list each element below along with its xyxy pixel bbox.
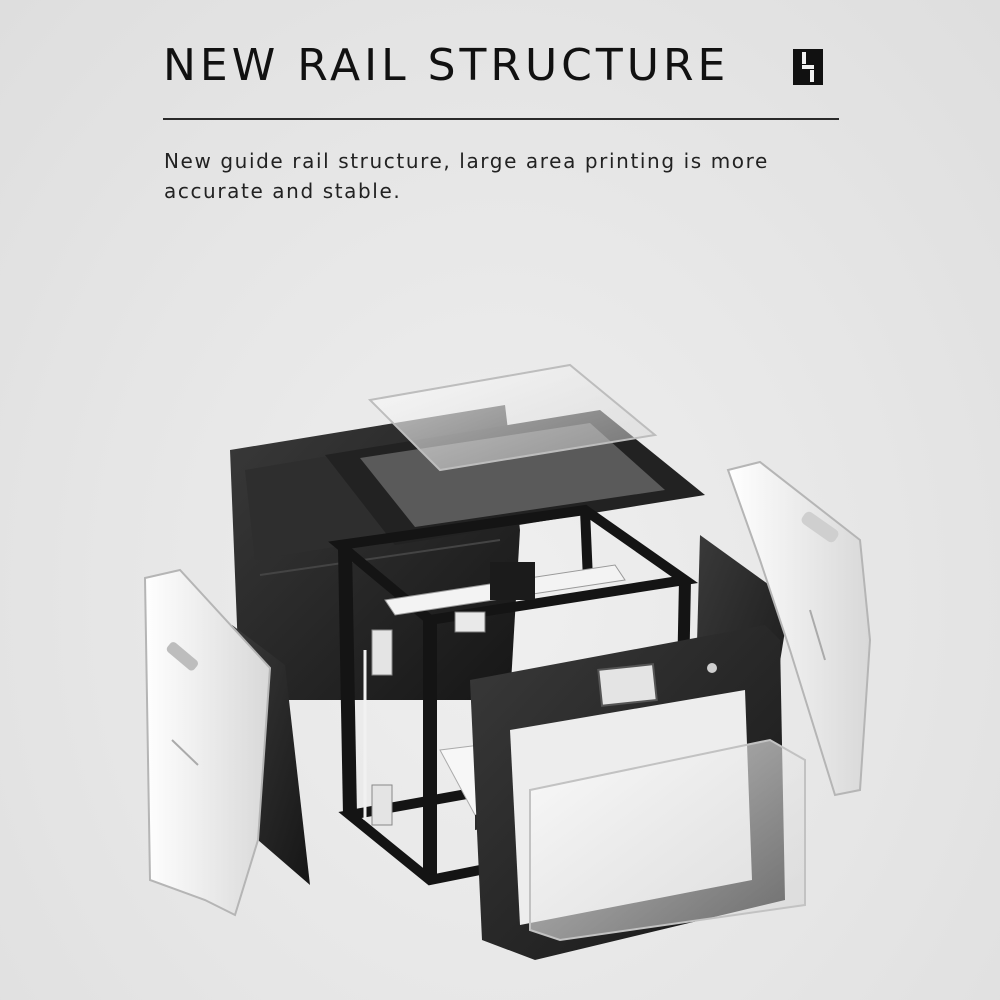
title-divider xyxy=(163,118,839,120)
page-title: NEW RAIL STRUCTURE xyxy=(163,40,730,91)
display-screen xyxy=(597,663,658,707)
front-glass-door xyxy=(529,738,806,942)
exploded-printer-illustration xyxy=(143,363,872,960)
right-white-cover xyxy=(726,460,872,797)
top-glass-lid xyxy=(367,363,658,472)
brand-logo-icon xyxy=(793,49,823,85)
left-white-cover xyxy=(143,568,272,917)
feature-description: New guide rail structure, large area pri… xyxy=(164,149,769,203)
xy-gantry xyxy=(371,562,626,826)
